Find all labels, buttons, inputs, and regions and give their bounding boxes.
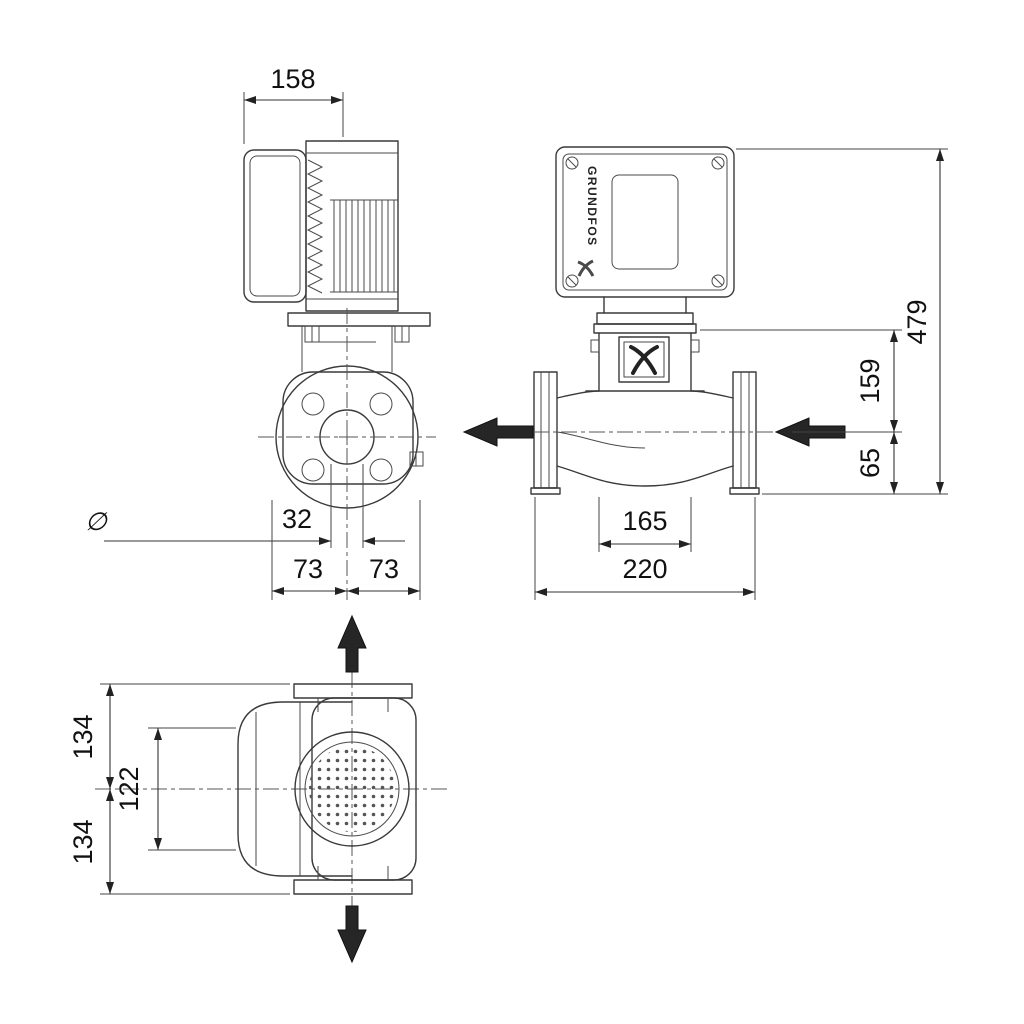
dim-port-offsets: 73 73 (271, 500, 421, 600)
dim-right-offset-label: 73 (369, 554, 399, 584)
flow-arrow-left-outer (462, 417, 534, 447)
brand-label: GRUNDFOS (585, 166, 599, 247)
pump-housing-top (293, 683, 417, 895)
flow-arrow-down (337, 905, 367, 964)
side-view: 158 ∅ 32 73 73 (85, 64, 436, 600)
dim-port-to-port-label: 220 (622, 554, 667, 584)
dim-top-half-width-label: 134 (68, 714, 98, 759)
dim-motor-width-label: 158 (270, 64, 315, 94)
dim-left-offset-label: 73 (293, 554, 323, 584)
dim-body-width-label: 122 (114, 766, 144, 811)
dim-top-half-width: 134 (68, 683, 290, 789)
top-view: 134 134 122 (68, 614, 450, 964)
screw-icon (711, 274, 725, 288)
dim-center-to-base: 65 (855, 432, 898, 494)
motor-side (305, 140, 399, 312)
front-view: GRUNDFOS (462, 146, 948, 600)
dim-center-to-head-label: 159 (855, 358, 885, 403)
fan-grille-perforation (309, 746, 395, 832)
pump-head-side (287, 312, 431, 372)
screw-icon (565, 274, 579, 288)
impeller-logo-icon (629, 345, 659, 375)
terminal-box-front: GRUNDFOS (555, 146, 735, 298)
dim-overall-height-label: 479 (902, 299, 932, 344)
pipe-volute-front (505, 371, 790, 495)
dim-body-width: 122 (114, 727, 236, 851)
terminal-box-side (243, 149, 307, 303)
volute-flange-side (258, 308, 436, 600)
dim-port-bore: ∅ 32 (85, 464, 405, 548)
motor-top (237, 701, 353, 877)
dim-port-bore-label: 32 (282, 504, 312, 534)
dim-center-to-head: 159 (700, 329, 902, 433)
screw-icon (565, 156, 579, 170)
pump-head-front (585, 296, 705, 392)
dim-head-width: 165 (598, 497, 692, 552)
dim-port-to-port: 220 (534, 497, 756, 600)
dim-motor-width: 158 (243, 64, 344, 144)
diameter-symbol: ∅ (85, 508, 108, 536)
dim-center-to-base-label: 65 (855, 448, 885, 478)
screw-icon (711, 156, 725, 170)
brand-logo-icon (577, 259, 595, 277)
dim-head-width-label: 165 (622, 506, 667, 536)
dim-bottom-half-width-label: 134 (68, 819, 98, 864)
flow-arrow-up (337, 614, 367, 673)
dim-overall-height: 479 (736, 148, 948, 495)
dim-bottom-half-width: 134 (68, 789, 290, 895)
